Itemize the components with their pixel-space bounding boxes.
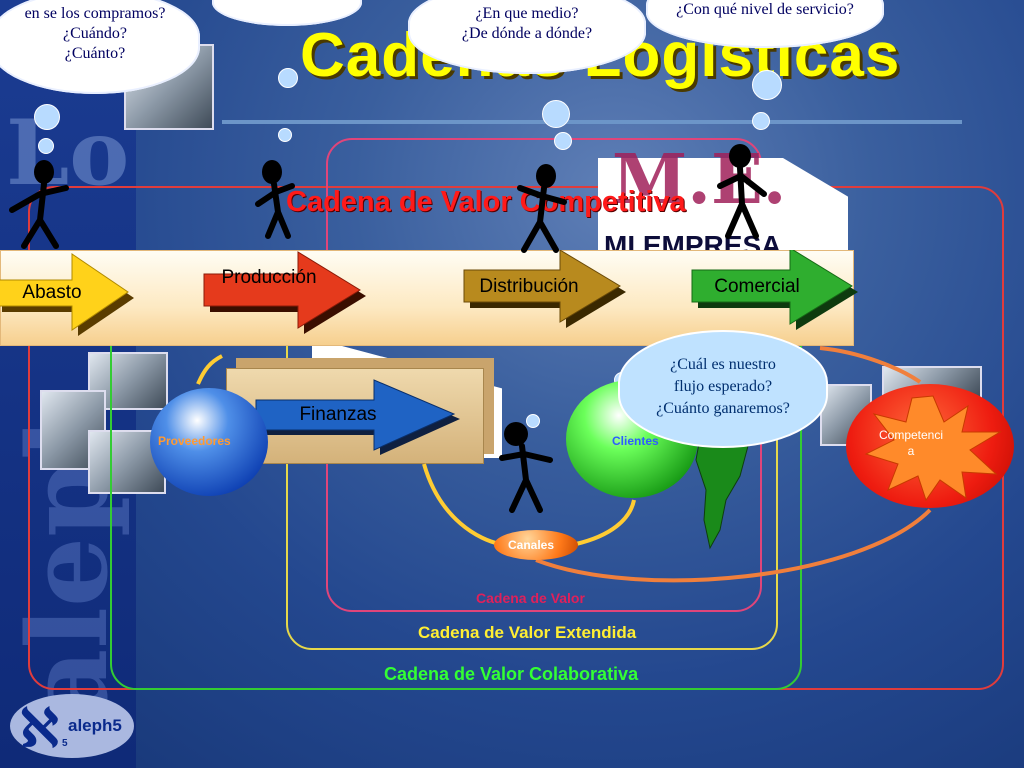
process-arrows [0, 250, 858, 336]
mi-empresa-panel [598, 158, 848, 250]
thought-bubble [542, 100, 570, 128]
finanzas-label: Finanzas [299, 404, 377, 425]
cloud-line: ¿De dónde a dónde? [461, 25, 593, 42]
competitive-chain-label: Cadena de Valor Competitiva [286, 186, 686, 218]
channel-right-connector [575, 499, 636, 546]
thought-bubble [752, 112, 770, 130]
thought-bubble [34, 104, 60, 130]
thought-bubble [278, 128, 292, 142]
collaborative-chain-label: Cadena de Valor Colaborativa [384, 664, 639, 684]
thought-bubble [278, 68, 298, 88]
cloud-line: ¿Cuándo? [63, 25, 127, 42]
produccion-label: Producción [221, 267, 317, 288]
thinking-figure-icon [255, 160, 295, 239]
suppliers-label: Proveedores [158, 434, 231, 448]
distribucion-label: Distribución [479, 276, 579, 297]
cloud-line: ¿En que medio? [475, 5, 579, 22]
channels-ellipse [494, 530, 578, 560]
center-thought-cloud: ¿En que medio? ¿De dónde a dónde? [408, 0, 646, 74]
thinking-figure-icon [9, 160, 69, 249]
suppliers-sphere [150, 388, 268, 496]
thought-bubble [554, 132, 572, 150]
aleph-logo-icon: ℵ [20, 698, 59, 759]
comercial-arrow [691, 250, 853, 325]
page-number: 5 [62, 738, 68, 749]
flow-thought-cloud: ¿Cuál es nuestro flujo esperado? ¿Cuánto… [618, 330, 828, 448]
produccion-arrow [203, 251, 361, 329]
title-underline [222, 120, 962, 124]
value-chain-label: Cadena de Valor [476, 590, 585, 606]
cloud-line: ¿Cuál es nuestro [670, 356, 776, 373]
cloud-line: ¿Cuánto? [64, 45, 126, 62]
competitor-connector [535, 508, 932, 583]
comercial-label: Comercial [714, 276, 800, 297]
cloud-line: ¿Cuánto ganaremos? [656, 400, 790, 417]
clients-label: Clientes [612, 434, 659, 448]
distribucion-arrow [463, 250, 621, 323]
finanzas-arrow [255, 379, 456, 451]
thought-bubble [526, 414, 540, 428]
thinking-figure-icon [717, 144, 767, 239]
cloud-line: ¿Con qué nivel de servicio? [676, 1, 854, 18]
thinking-figure-icon [517, 164, 567, 253]
channel-left-connector [422, 463, 501, 546]
abasto-label: Abasto [22, 282, 82, 303]
logo-badge [10, 694, 134, 758]
logo-text: aleph5 [68, 716, 122, 735]
finanzas-arrow-svg [255, 379, 460, 455]
thought-bubble [752, 70, 782, 100]
competition-label: Competenci a [878, 428, 944, 458]
mi-logo-letters: M.E. [612, 140, 787, 220]
storage-photo [88, 352, 168, 410]
competition-star-icon [864, 395, 1002, 502]
abasto-arrow [0, 253, 129, 331]
thinking-figure-icon [499, 422, 553, 513]
market-connector [819, 346, 922, 384]
left-thought-cloud: en se los compramos? ¿Cuándo? ¿Cuánto? [0, 0, 200, 94]
cloud-line: en se los compramos? [24, 5, 166, 22]
channels-label: Canales [508, 538, 555, 552]
extended-chain-label: Cadena de Valor Extendida [418, 623, 637, 642]
thought-bubble [38, 138, 54, 154]
supplier-connector [196, 354, 223, 385]
cloud-line: flujo esperado? [673, 378, 773, 395]
